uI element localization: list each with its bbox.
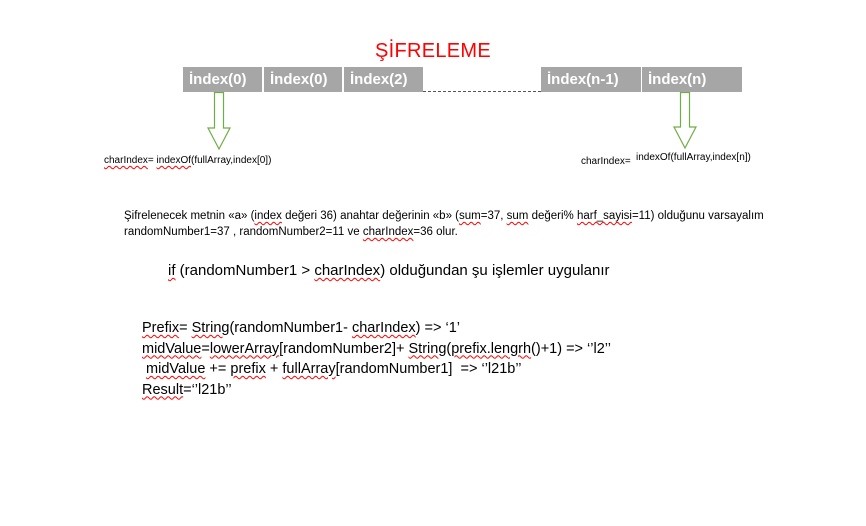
diagram-title: ŞİFRELEME [374,40,492,62]
code-line-prefix: Prefix= String(randomNumber1- charIndex)… [142,318,611,339]
indexof-args: (fullArray,index[0]) [191,155,272,166]
index-word: index [254,210,282,222]
midvalue-word: midValue [146,361,206,377]
dashed-connector [423,91,541,92]
equals-text: = [147,155,157,166]
right-down-arrow-icon [673,92,697,149]
text-span: + [265,361,283,377]
fullarray-word: fullArray [282,361,336,377]
midvalue-word: midValue [142,340,202,357]
left-down-arrow-icon [207,92,231,150]
text-span: değeri 36) anahtar değerinin «b» ( [281,210,459,222]
right-indexof-call: indexOf(fullArray,index[n]) [636,152,751,163]
text-span: ( [446,340,452,357]
charindex-word: charIndex [351,320,416,336]
left-charindex-label: charIndex= indexOf(fullArray,index[0]) [104,155,271,166]
indexof-word: indexOf [156,155,192,166]
string-word: String [191,320,230,336]
text-span: =37, [480,210,507,222]
prefix-lengrh-word: prefix.lengrh [451,340,532,357]
array-cell-index-0: İndex(0) [183,67,262,92]
code-block: Prefix= String(randomNumber1- charIndex)… [142,318,611,400]
text-span: = [201,340,210,357]
charindex-word: charIndex [104,155,148,166]
text-span: [randomNumber1] => ‘’l21b’’ [335,361,522,377]
prefix-word: prefix [230,361,266,377]
array-cell-index-n: İndex(n) [642,67,742,92]
text-span: ) olduğundan şu işlemler uygulanır [380,262,610,279]
charindex-word: charIndex [362,226,414,238]
if-condition-line: if (randomNumber1 > charIndex) olduğunda… [168,262,610,279]
text-span: (randomNumber1 > [175,262,315,279]
text-span: ()+1) => ‘’l2’’ [531,340,611,357]
array-cell-index-2: İndex(2) [344,67,423,92]
prefix-word: Prefix [142,320,180,336]
description-paragraph: Şifrelenecek metnin «a» (index değeri 36… [124,208,824,240]
text-span: = [179,320,192,336]
code-line-midvalue: midValue=lowerArray[randomNumber2]+ Stri… [142,339,611,360]
lowerarray-word: lowerArray [209,340,280,357]
description-line-1: Şifrelenecek metnin «a» (index değeri 36… [124,208,824,224]
text-span: değeri% [528,210,577,222]
description-line-2: randomNumber1=37 , randomNumber2=11 ve c… [124,224,824,240]
code-line-midvalue-append: midValue += prefix + fullArray[randomNum… [142,359,611,380]
text-span: =36 olur. [413,226,458,238]
charindex-word: charIndex [314,262,381,279]
string-word: String [408,340,447,357]
result-word: Result [142,381,184,398]
text-span: += [205,361,231,377]
text-span: randomNumber1=37 , randomNumber2=11 ve [124,226,363,238]
right-charindex-prefix: charIndex= [581,156,631,167]
text-span: =11) olduğunu varsayalım [631,210,764,222]
code-line-result: Result=‘’l21b’’ [142,380,611,401]
text-span: [randomNumber2]+ [279,340,409,357]
text-span: Şifrelenecek metnin «a» ( [124,210,255,222]
text-span: ) => ‘1’ [415,320,460,336]
sum-word: sum [506,210,529,222]
if-keyword: if [168,262,176,279]
harf-sayisi-word: harf_sayisi [576,210,632,222]
text-span: (randomNumber1- [229,320,352,336]
array-cell-index-0-second: İndex(0) [264,67,342,92]
array-cell-index-n-1: İndex(n-1) [541,67,641,92]
text-span: =‘’l21b’’ [183,381,232,398]
sum-word: sum [459,210,481,222]
